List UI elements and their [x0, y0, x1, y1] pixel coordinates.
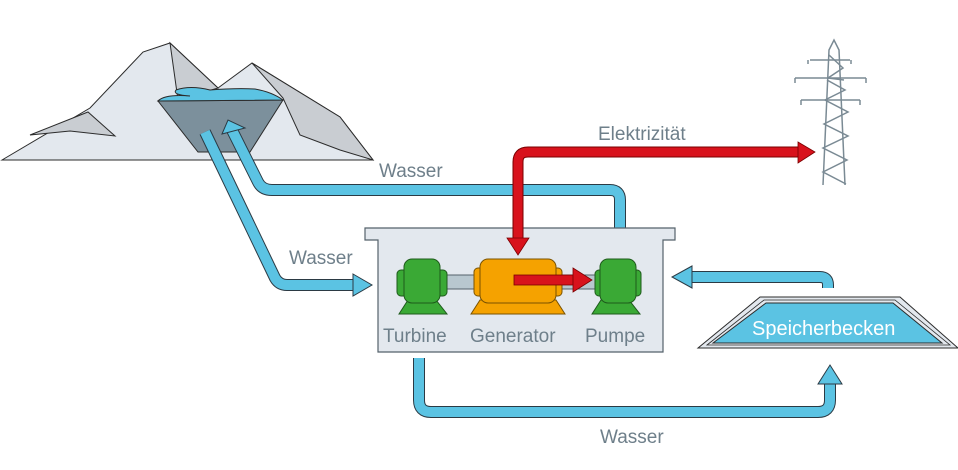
electricity-line [506, 141, 816, 256]
label-water-left: Wasser [289, 248, 353, 269]
label-generator: Generator [470, 326, 556, 347]
label-pump: Pumpe [585, 326, 645, 347]
turbine-icon [396, 258, 449, 315]
electricity-arrow-to-pump [513, 267, 593, 293]
label-water-bottom: Wasser [600, 427, 664, 448]
upper-lake-icon [156, 87, 285, 153]
label-electricity: Elektrizität [598, 124, 686, 145]
power-pylon-icon [794, 38, 867, 186]
reservoir-icon [696, 296, 958, 349]
label-water-top: Wasser [379, 161, 443, 182]
water-pipe-reservoir-to-pump [670, 265, 834, 291]
label-reservoir: Speicherbecken [752, 318, 895, 340]
water-pipe-turbine-to-reservoir [413, 358, 843, 418]
generator-icon [470, 258, 566, 315]
pump-icon [591, 258, 642, 315]
water-pipe-up [221, 119, 626, 252]
label-turbine: Turbine [383, 326, 447, 347]
water-pipe-down [199, 129, 373, 297]
